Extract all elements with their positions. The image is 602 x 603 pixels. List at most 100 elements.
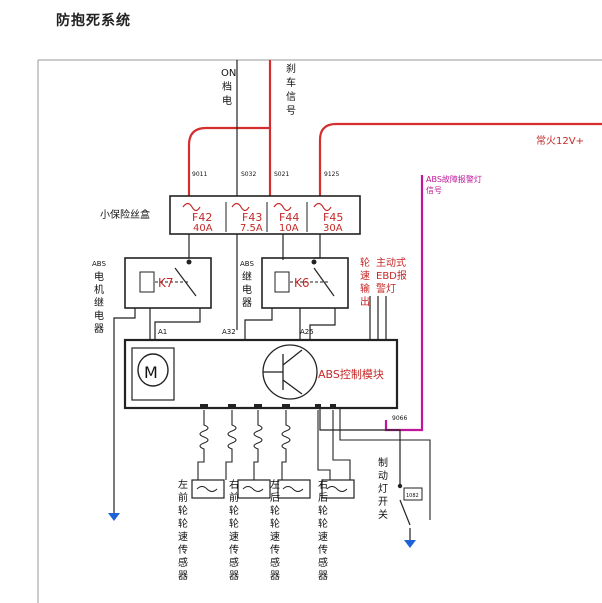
motor-housing: [131, 347, 175, 401]
svg-text:轮: 轮: [318, 517, 328, 530]
sensor-label-right-rear: 右 后 轮 轮 速 传 感 器: [318, 478, 328, 582]
ebd-warning-2: EBD报: [376, 269, 407, 282]
fuse-f43-rating: 7.5A: [240, 223, 263, 234]
relay-k7-box: [124, 257, 212, 309]
motor-relay-label-5: 电: [94, 309, 104, 322]
ebd-warning-3: 警灯: [376, 282, 396, 295]
svg-text:轮: 轮: [229, 517, 239, 530]
sensor-coils: [197, 408, 431, 520]
ebd-warning-1: 主动式: [376, 256, 406, 269]
svg-text:右: 右: [229, 478, 239, 491]
wire-s032: S032: [241, 171, 256, 178]
brake-ground-symbol: [404, 540, 416, 548]
brake-switch-label-1: 制: [378, 456, 388, 469]
fuse-symbols: [182, 202, 332, 212]
motor-relay-label-1: ABS: [92, 260, 106, 268]
wheel-speed-out-1: 轮: [360, 256, 370, 269]
wire-1082: 1082: [406, 493, 419, 499]
svg-text:传: 传: [270, 544, 280, 556]
abs-relay-label-4: 器: [242, 297, 252, 309]
relay-wires: [113, 296, 387, 515]
wheel-speed-out-4: 出: [360, 295, 370, 308]
transistor-emitter: [282, 379, 303, 395]
page-title: 防抱死系统: [56, 13, 131, 29]
pin-a1: A1: [158, 328, 167, 336]
wheel-speed-out-3: 输: [360, 282, 370, 295]
svg-text:器: 器: [178, 570, 188, 582]
module-pins: [200, 404, 336, 409]
relay-k7-label: K7: [158, 276, 174, 290]
svg-text:传: 传: [178, 544, 188, 556]
svg-text:感: 感: [318, 556, 328, 569]
abs-relay-label-2: 继: [242, 270, 252, 283]
svg-text:轮: 轮: [270, 504, 280, 517]
brake-signal-label-1: 刹: [286, 63, 296, 75]
brake-switch-label-5: 关: [378, 508, 388, 521]
on-label-2: 档: [222, 80, 232, 93]
fuse-f45-id: F45: [323, 211, 343, 224]
svg-text:轮: 轮: [178, 517, 188, 530]
sensor-label-right-front: 右 前 轮 轮 速 传 感 器: [229, 478, 239, 582]
svg-text:速: 速: [178, 531, 188, 543]
fuse-f45-rating: 30A: [323, 223, 343, 234]
fuse-f42-id: F42: [192, 211, 212, 224]
fuse-box: [169, 195, 361, 235]
svg-text:速: 速: [229, 531, 239, 543]
wire-9011: 9011: [192, 171, 207, 178]
svg-text:传: 传: [229, 544, 239, 556]
svg-text:前: 前: [229, 491, 239, 504]
svg-text:轮: 轮: [178, 504, 188, 517]
svg-text:前: 前: [178, 491, 188, 504]
svg-text:感: 感: [270, 556, 280, 569]
wheel-speed-out-2: 速: [360, 270, 370, 282]
relay-k6-terminal: [311, 259, 317, 265]
relay-k6-contact: [313, 267, 335, 297]
sensor-label-left-front: 左 前 轮 轮 速 传 感 器: [178, 478, 188, 582]
svg-text:左: 左: [178, 478, 188, 491]
svg-text:感: 感: [229, 556, 239, 569]
abs-warning-label-1: ABS故障报警灯: [426, 174, 482, 184]
motor-relay-label-2: 电: [94, 270, 104, 283]
sensor-coil-marks: [196, 486, 348, 492]
fuse-f42-rating: 40A: [193, 223, 213, 234]
wire-9125: 9125: [324, 171, 339, 178]
fuse-box-label: 小保险丝盒: [100, 208, 150, 221]
abs-module-label: ABS控制模块: [318, 367, 384, 381]
power-wires: [187, 60, 602, 196]
svg-text:器: 器: [229, 570, 239, 582]
brake-switch-label-4: 开: [378, 497, 388, 508]
abs-warning-wire: [384, 175, 424, 432]
brake-switch-label-3: 灯: [378, 483, 388, 495]
brake-signal-label-3: 信: [286, 91, 296, 103]
sensor-label-left-rear: 左 后 轮 轮 速 传 感 器: [270, 478, 280, 582]
ground-symbol: [108, 513, 120, 521]
brake-signal-label-4: 号: [286, 105, 296, 117]
svg-text:传: 传: [318, 544, 328, 556]
relay-k7-terminal: [186, 259, 192, 265]
wire-9066: 9066: [392, 415, 407, 422]
brake-switch-label-2: 动: [378, 470, 388, 482]
abs-relay-label-3: 电: [242, 283, 252, 296]
motor-icon: [137, 353, 169, 387]
motor-relay-label-4: 继: [94, 296, 104, 309]
transistor-collector: [282, 349, 303, 366]
battery-label: 常火12V+: [536, 134, 584, 147]
svg-text:后: 后: [318, 492, 328, 504]
relay-k6-label: K6: [294, 276, 310, 290]
svg-text:轮: 轮: [229, 504, 239, 517]
brake-switch-node: [397, 483, 403, 489]
brake-signal-label-2: 车: [286, 76, 296, 89]
fuse-f43-id: F43: [242, 211, 262, 224]
relay-k6-coil: [274, 271, 290, 293]
motor-label: M: [144, 363, 158, 382]
svg-text:右: 右: [318, 478, 328, 491]
svg-text:速: 速: [318, 531, 328, 543]
motor-relay-label-3: 机: [94, 283, 104, 296]
abs-warning-label-2: 信号: [426, 185, 442, 195]
brake-switch-box: [403, 487, 423, 501]
motor-relay-label-6: 器: [94, 323, 104, 335]
relay-k7-coil: [139, 271, 155, 293]
fuse-f44-id: F44: [279, 211, 299, 224]
